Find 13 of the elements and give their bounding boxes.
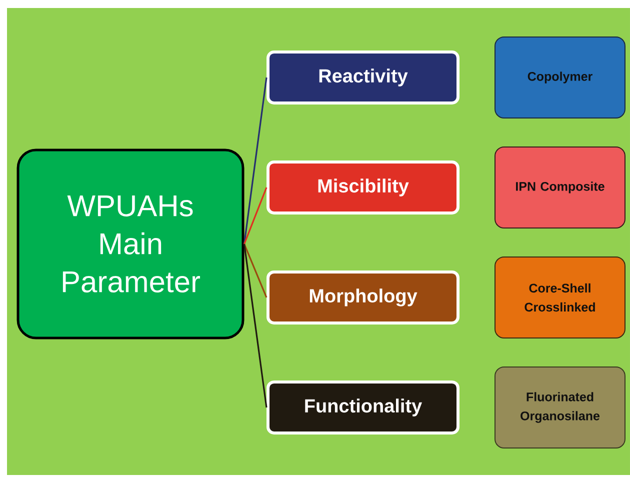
category-box: Fluorinated Organosilane	[494, 366, 626, 448]
connector-line	[243, 77, 268, 244]
category-box: IPN Composite	[494, 146, 626, 228]
parameter-box: Functionality	[266, 380, 460, 434]
parameter-box: Morphology	[266, 270, 460, 324]
category-box: Core-Shell Crosslinked	[494, 256, 626, 338]
connector-line	[244, 244, 268, 298]
parameter-box: Reactivity	[266, 50, 460, 104]
category-box: Copolymer	[494, 36, 626, 118]
connector-line	[243, 244, 268, 408]
parameter-box: Miscibility	[266, 160, 460, 214]
connector-line	[244, 187, 268, 244]
process-box: WPUAHs Main Parameter	[16, 148, 244, 340]
